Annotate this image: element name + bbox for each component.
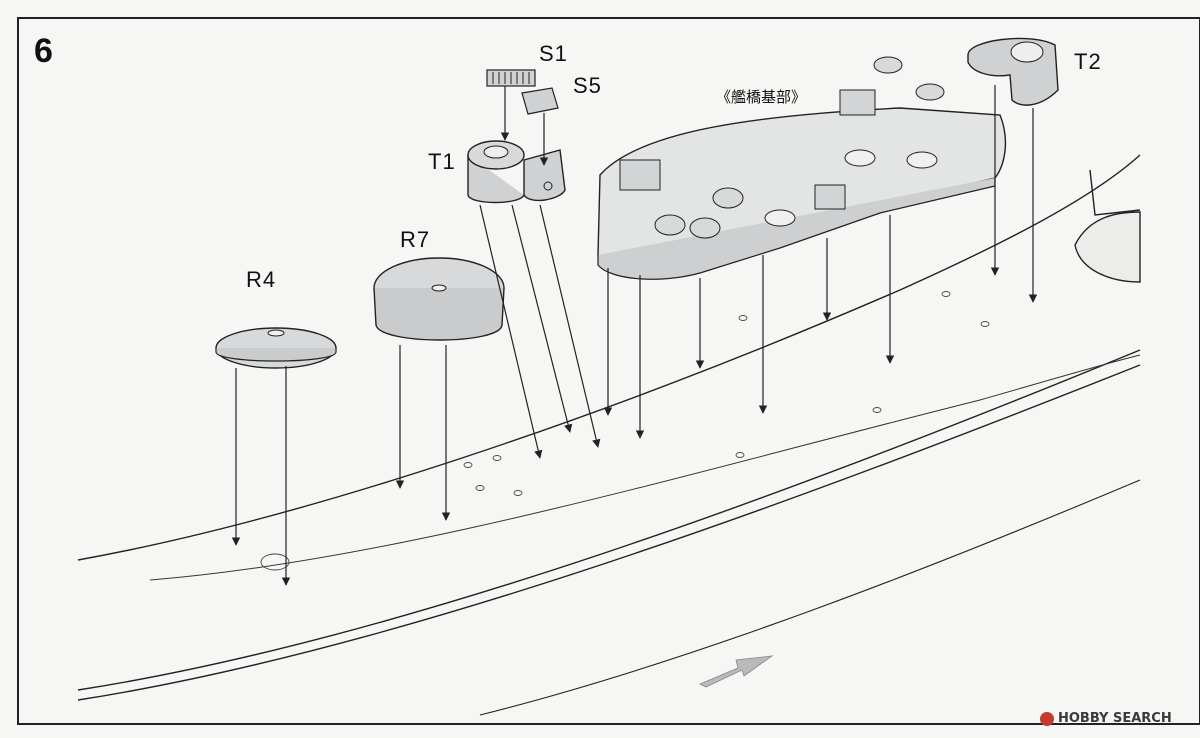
watermark-logo-icon: [1040, 712, 1054, 726]
direction-arrow: [699, 655, 774, 688]
deck-holes: [260, 291, 990, 571]
watermark: HOBBY SEARCH: [1058, 711, 1172, 726]
part-t1: [467, 140, 566, 204]
step-number: 6: [34, 32, 53, 70]
page-border: [17, 17, 1200, 725]
label-t2: T2: [1074, 49, 1102, 74]
part-t2: [967, 37, 1059, 106]
part-r7: [373, 257, 505, 341]
part-s1: [486, 69, 536, 87]
label-s5: S5: [573, 73, 602, 98]
label-t1: T1: [428, 149, 456, 174]
assembly-arrows: [231, 85, 1038, 586]
hull: [77, 154, 1141, 716]
label-bridge-base: 《艦橋基部》: [716, 88, 807, 106]
part-bridge-base: [597, 56, 1007, 280]
part-s5: [521, 87, 559, 115]
part-r4: [215, 327, 337, 369]
deck-edge-rail: [149, 354, 1141, 581]
label-s1: S1: [539, 41, 568, 66]
label-r7: R7: [400, 227, 431, 252]
label-r4: R4: [246, 267, 277, 292]
